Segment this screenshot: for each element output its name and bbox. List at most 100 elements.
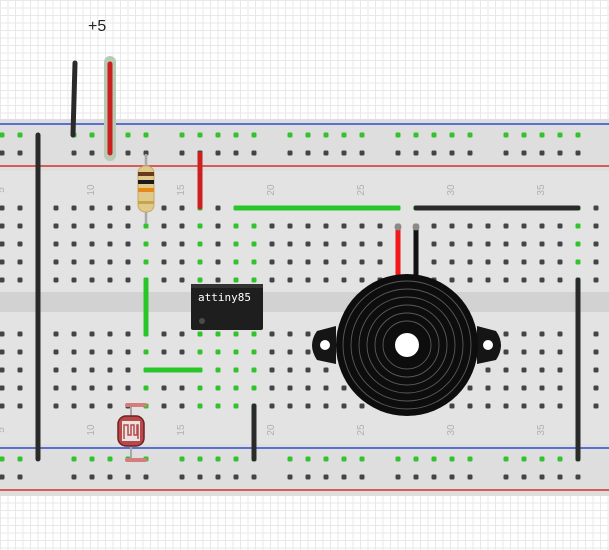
breadboard-hole (485, 367, 491, 373)
breadboard-hole (233, 132, 239, 138)
breadboard-hole (233, 456, 239, 462)
breadboard-hole (197, 385, 203, 391)
breadboard-hole (143, 241, 149, 247)
breadboard-hole (485, 223, 491, 229)
breadboard-hole (323, 241, 329, 247)
photoresistor[interactable] (117, 403, 147, 462)
breadboard-hole (557, 474, 563, 480)
breadboard-hole (161, 205, 167, 211)
breadboard-hole (0, 132, 5, 138)
breadboard-hole (593, 349, 599, 355)
breadboard-hole (557, 277, 563, 283)
resistor-band-3 (138, 188, 154, 192)
breadboard-hole (0, 456, 5, 462)
breadboard-hole (233, 150, 239, 156)
breadboard-hole (305, 403, 311, 409)
breadboard-hole (485, 241, 491, 247)
breadboard-hole (377, 241, 383, 247)
breadboard-hole (107, 223, 113, 229)
breadboard-hole (125, 474, 131, 480)
breadboard-hole (179, 223, 185, 229)
black-wire-power-lead[interactable] (70, 60, 78, 138)
breadboard-hole (53, 367, 59, 373)
breadboard-hole (305, 259, 311, 265)
breadboard-hole (197, 456, 203, 462)
breadboard-hole (143, 259, 149, 265)
breadboard-hole (179, 474, 185, 480)
breadboard-hole (161, 241, 167, 247)
column-number: 15 (176, 424, 187, 436)
breadboard-hole (17, 385, 23, 391)
breadboard-hole (503, 367, 509, 373)
column-number: 10 (86, 424, 97, 436)
breadboard-hole (539, 385, 545, 391)
breadboard-hole (431, 259, 437, 265)
breadboard-hole (179, 132, 185, 138)
breadboard-hole (71, 331, 77, 337)
resistor[interactable] (137, 154, 155, 224)
breadboard-hole (539, 474, 545, 480)
breadboard-hole (89, 349, 95, 355)
breadboard-hole (431, 150, 437, 156)
breadboard-hole (107, 205, 113, 211)
breadboard-hole (0, 205, 5, 211)
breadboard-hole (215, 385, 221, 391)
breadboard-hole (521, 223, 527, 229)
breadboard-hole (341, 385, 347, 391)
breadboard-hole (287, 385, 293, 391)
breadboard-hole (539, 241, 545, 247)
breadboard-hole (287, 349, 293, 355)
breadboard-hole (467, 474, 473, 480)
breadboard-hole (521, 241, 527, 247)
breadboard-hole (323, 403, 329, 409)
breadboard-hole (251, 474, 257, 480)
breadboard-hole (179, 385, 185, 391)
breadboard-hole (53, 205, 59, 211)
breadboard-hole (17, 132, 23, 138)
breadboard-hole (557, 150, 563, 156)
breadboard-hole (107, 259, 113, 265)
breadboard-hole (323, 474, 329, 480)
breadboard-hole (305, 385, 311, 391)
resistor-band-1 (138, 172, 154, 176)
breadboard-hole (359, 277, 365, 283)
breadboard-hole (215, 241, 221, 247)
breadboard-hole (503, 259, 509, 265)
breadboard-hole (89, 205, 95, 211)
breadboard-hole (107, 349, 113, 355)
breadboard-hole (269, 259, 275, 265)
breadboard-hole (197, 223, 203, 229)
breadboard-hole (125, 259, 131, 265)
photoresistor-bottom-pad (125, 458, 147, 462)
breadboard-hole (593, 277, 599, 283)
breadboard-hole (467, 132, 473, 138)
breadboard-hole (17, 277, 23, 283)
breadboard-hole (503, 474, 509, 480)
breadboard-hole (17, 349, 23, 355)
breadboard-hole (377, 259, 383, 265)
breadboard-hole (485, 385, 491, 391)
breadboard-hole (593, 385, 599, 391)
piezo-buzzer[interactable] (312, 274, 501, 416)
breadboard-hole (575, 474, 581, 480)
breadboard-hole (53, 259, 59, 265)
breadboard-hole (503, 223, 509, 229)
column-number: 25 (356, 424, 367, 436)
attiny85-chip[interactable]: attiny85 (191, 284, 263, 330)
breadboard-hole (485, 403, 491, 409)
breadboard-hole (233, 474, 239, 480)
breadboard-hole (521, 403, 527, 409)
breadboard-hole (503, 132, 509, 138)
breadboard-hole (89, 474, 95, 480)
breadboard-hole (71, 241, 77, 247)
breadboard-hole (197, 331, 203, 337)
breadboard-hole (539, 367, 545, 373)
breadboard-hole (431, 241, 437, 247)
breadboard-hole (197, 403, 203, 409)
breadboard-hole (89, 223, 95, 229)
column-number: 5 (0, 427, 7, 433)
breadboard-hole (197, 132, 203, 138)
breadboard-hole (125, 277, 131, 283)
breadboard-hole (341, 277, 347, 283)
